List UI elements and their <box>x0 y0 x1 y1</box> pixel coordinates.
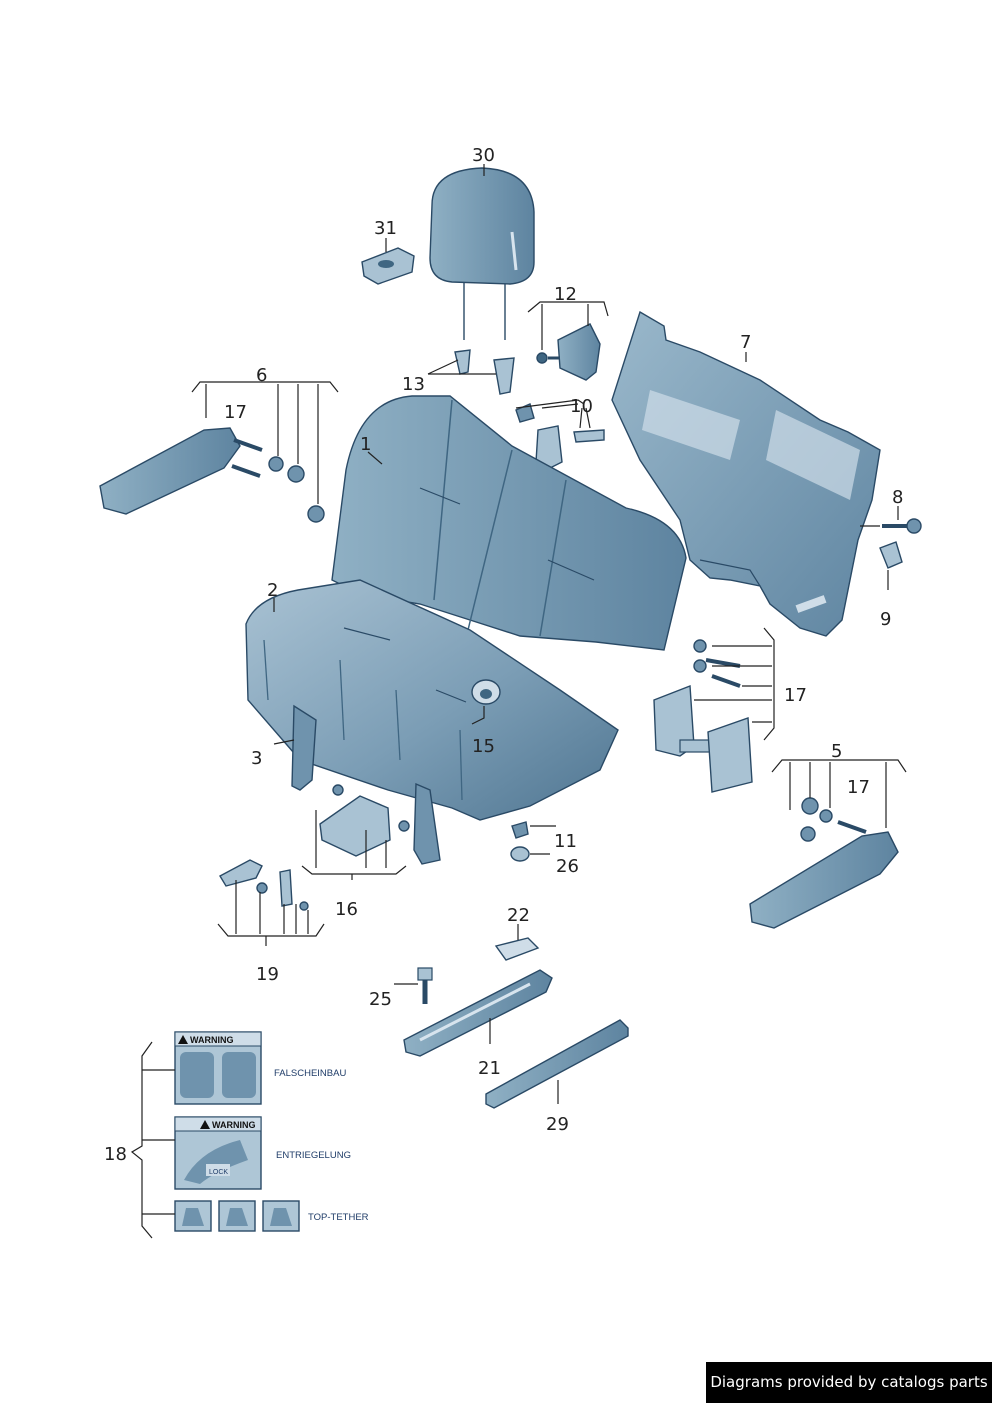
leader-lines <box>130 164 907 1239</box>
seat-legs <box>291 704 441 865</box>
bolt-25 <box>417 967 433 1004</box>
label-falscheinbau: FALSCHEINBAU <box>274 1068 346 1079</box>
rear-panel-7 <box>611 310 881 637</box>
callout-21: 21 <box>478 1058 501 1079</box>
callout-17-mid: 17 <box>784 685 807 706</box>
callout-5: 5 <box>831 741 842 762</box>
callout-8: 8 <box>892 487 903 508</box>
bushing-26 <box>510 846 530 862</box>
callout-31: 31 <box>374 218 397 239</box>
callout-19: 19 <box>256 964 279 985</box>
callout-16: 16 <box>335 899 358 920</box>
screw-8 <box>882 518 922 534</box>
warning-label-top-tether: TOP-TETHER <box>174 1200 369 1232</box>
cover-cap-31 <box>361 247 415 285</box>
trim-cap-12 <box>536 323 601 381</box>
trim-strip-29 <box>485 1019 629 1109</box>
seat-backrest <box>331 395 687 651</box>
armrest-right <box>749 797 899 929</box>
warning-text-1: WARNING <box>190 1035 234 1045</box>
callout-26: 26 <box>556 856 579 877</box>
callout-30: 30 <box>472 145 495 166</box>
callout-11: 11 <box>554 831 577 852</box>
callout-17-right: 17 <box>847 777 870 798</box>
callout-29: 29 <box>546 1114 569 1135</box>
brackets-10 <box>515 403 605 471</box>
callout-9: 9 <box>880 609 891 630</box>
headrest <box>429 167 535 340</box>
callout-15: 15 <box>472 736 495 757</box>
callout-18: 18 <box>104 1144 127 1165</box>
callout-6: 6 <box>256 365 267 386</box>
callout-25: 25 <box>369 989 392 1010</box>
callout-12: 12 <box>554 284 577 305</box>
lower-bracket-16 <box>319 784 410 857</box>
clip-11 <box>511 821 529 839</box>
label-top-tether: TOP-TETHER <box>308 1212 369 1223</box>
armrest-left <box>99 427 325 523</box>
callout-3: 3 <box>251 748 262 769</box>
warning-label-entriegelung: WARNING LOCK ENTRIEGELUNG <box>174 1116 351 1190</box>
latch-cover-15 <box>471 679 501 705</box>
seat-cushion <box>245 579 619 821</box>
callout-2: 2 <box>267 580 278 601</box>
label-entriegelung: ENTRIEGELUNG <box>276 1150 351 1161</box>
callout-17-left: 17 <box>224 402 247 423</box>
callout-7: 7 <box>740 332 751 353</box>
clip-9 <box>879 541 903 569</box>
release-handle-19 <box>219 859 309 911</box>
trim-rail-21 <box>403 969 553 1057</box>
warning-label-falscheinbau: WARNING FALSCHEINBAU <box>174 1031 346 1105</box>
warning-text-2: WARNING <box>212 1120 256 1130</box>
cover-22 <box>494 937 540 961</box>
callout-13: 13 <box>402 374 425 395</box>
armrest-mount-brackets <box>653 639 753 793</box>
headrest-guide-sleeves <box>454 349 515 395</box>
callout-22: 22 <box>507 905 530 926</box>
credit-banner: Diagrams provided by catalogs parts <box>706 1362 992 1403</box>
callout-1: 1 <box>360 434 371 455</box>
callout-numbers: 30 31 12 7 13 10 6 17 1 8 2 9 17 3 15 5 … <box>104 145 903 1165</box>
callout-10: 10 <box>570 396 593 417</box>
label-lock: LOCK <box>209 1169 228 1176</box>
